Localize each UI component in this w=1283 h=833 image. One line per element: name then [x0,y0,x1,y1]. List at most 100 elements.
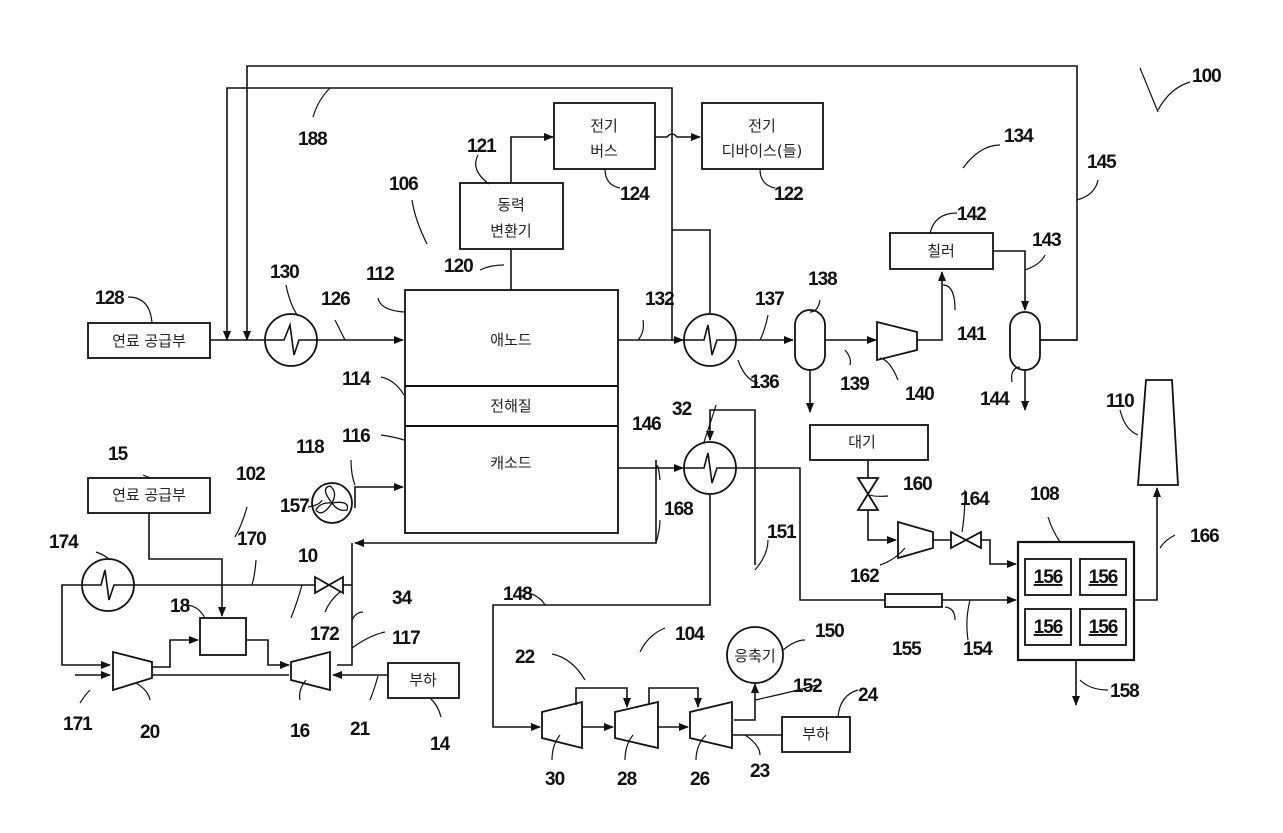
ref-152: 152 [793,676,822,697]
ref-21: 21 [350,719,371,740]
ref-112: 112 [366,264,394,285]
ref-168: 168 [664,499,693,520]
svg-text:전기: 전기 [748,117,776,135]
svg-text:응축기: 응축기 [734,647,775,665]
svg-text:칠러: 칠러 [927,242,955,260]
ref-121: 121 [467,136,497,157]
valve-to-compressor-162 [868,510,896,540]
svg-text:버스: 버스 [590,142,618,160]
svg-text:부하: 부하 [802,725,830,743]
chiller-box: 칠러 [890,233,993,269]
ref-110: 110 [1106,391,1134,412]
svg-text:부하: 부하 [409,671,437,689]
ref-132: 132 [645,289,674,310]
ref-148: 148 [503,584,532,605]
ref-154: 154 [963,639,993,660]
line-166 [1134,488,1157,600]
ref-145: 145 [1087,152,1117,173]
fuel-supply-main-box: 연료 공급부 [88,323,210,358]
cathode-label: 캐소드 [490,454,532,472]
combustor-18-box [200,618,246,655]
line-121 [511,137,553,183]
ref-140: 140 [905,384,934,405]
cell-module-2: 156 [1089,567,1118,588]
ref-14: 14 [430,734,451,755]
cell-module-3: 156 [1034,617,1063,638]
svg-text:연료 공급부: 연료 공급부 [112,332,186,350]
valve-172-icon [315,577,343,593]
compressor-to-combustor [152,640,198,667]
ref-158: 158 [1110,681,1139,702]
ref-117: 117 [392,628,420,649]
ref-134: 134 [1004,126,1034,147]
electric-bus-box: 전기 버스 [554,103,655,169]
ref-174: 174 [49,532,79,553]
ref-10: 10 [298,546,318,567]
svg-text:디바이스(들): 디바이스(들) [722,142,803,160]
line-118 [355,487,403,508]
svg-text:전기: 전기 [590,117,618,135]
line-141 [917,272,942,340]
electrolyte-label: 전해질 [490,397,531,415]
ref-20: 20 [140,722,160,743]
load-14-box: 부하 [388,663,459,698]
bus-to-devices-line [655,134,700,137]
ref-100: 100 [1192,66,1221,87]
load-24-box: 부하 [782,717,850,752]
ref-108: 108 [1030,484,1059,505]
ref-116: 116 [342,426,370,447]
compressor-140-icon [877,322,917,360]
ref-118: 118 [296,437,324,458]
svg-text:동력: 동력 [497,196,525,214]
ref-130: 130 [270,262,299,283]
ref-164: 164 [960,489,990,510]
ref-139: 139 [840,374,869,395]
ref-155: 155 [892,639,922,660]
turbine-28-icon [615,702,658,748]
ref-143: 143 [1032,230,1061,251]
ref-137: 137 [755,289,784,310]
compressor-20-icon [113,652,152,690]
ref-144: 144 [980,389,1010,410]
ref-166: 166 [1190,526,1219,547]
line-143 [993,251,1025,310]
filter-155-icon [885,594,942,607]
ref-170: 170 [237,529,266,550]
ref-160: 160 [903,474,932,495]
ref-136: 136 [750,372,779,393]
anode-label: 애노드 [490,331,532,349]
ref-122: 122 [774,184,803,205]
ref-104: 104 [675,624,705,645]
heat-exchanger-174-icon [82,559,134,611]
ref-150: 150 [815,621,844,642]
svg-text:변환기: 변환기 [490,222,531,240]
ref-128: 128 [95,288,124,309]
ref-102: 102 [236,464,265,485]
ref-32: 32 [672,399,692,420]
module-108-box: 156 156 156 156 [1018,542,1134,660]
ref-18: 18 [170,596,190,617]
ref-34: 34 [392,588,413,609]
cell-module-4: 156 [1089,617,1118,638]
power-converter-box: 동력 변환기 [460,183,563,249]
ref-23: 23 [750,761,770,782]
ref-124: 124 [620,184,650,205]
turbine-30-icon [542,702,582,748]
cell-module-1: 156 [1034,567,1063,588]
ref-30: 30 [545,769,565,790]
ref-114: 114 [342,369,371,390]
hx136-top-line [672,230,710,315]
fuel-cell-stack: 애노드 전해질 캐소드 [405,290,618,533]
ref-28: 28 [617,769,637,790]
ref-26: 26 [690,769,710,790]
ref-172: 172 [310,624,339,645]
heat-exchanger-130-icon [265,314,317,366]
ref-22: 22 [515,647,535,668]
separator-138-icon [795,310,825,370]
ref-126: 126 [321,289,350,310]
ref-171: 171 [63,714,93,735]
ref-120: 120 [444,256,473,277]
svg-text:대기: 대기 [848,433,876,451]
line-117 [337,543,352,665]
